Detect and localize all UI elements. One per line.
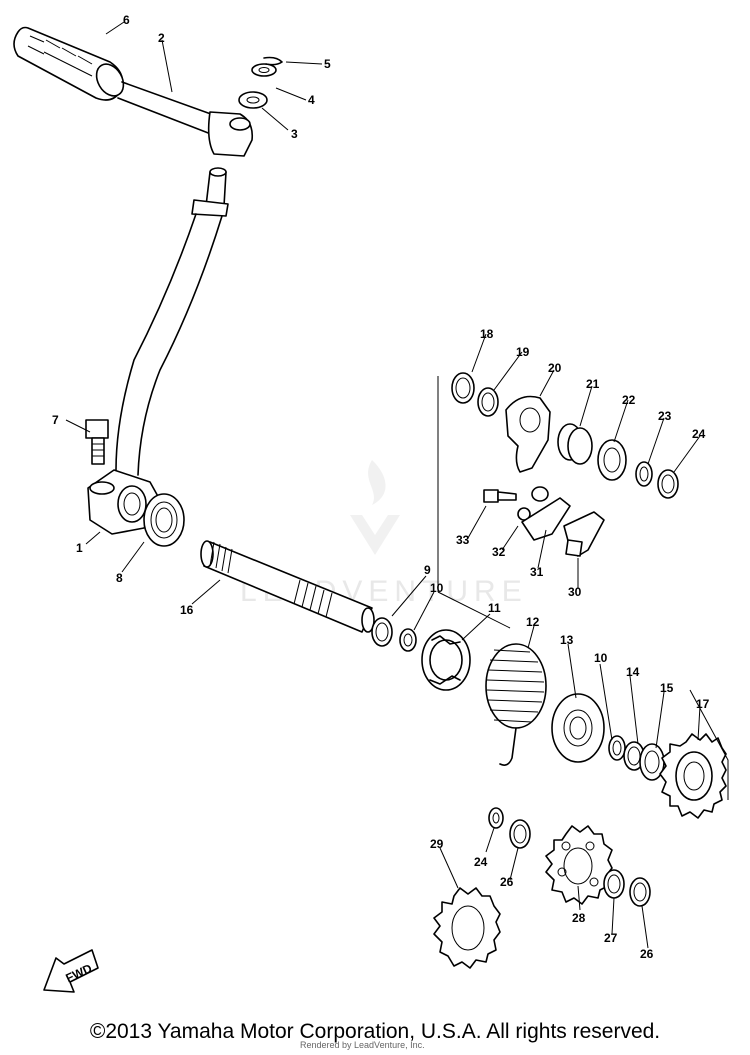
callout-9: 9	[424, 563, 431, 577]
leader-lines	[65, 21, 701, 949]
callout-33: 33	[456, 533, 470, 547]
fwd-arrow-icon: FWD	[43, 949, 99, 993]
kick-arm	[117, 81, 254, 157]
callout-14: 14	[626, 665, 640, 679]
callout-32: 32	[492, 545, 506, 559]
ratchet-wheel	[421, 629, 471, 691]
sub-assembly-bracket	[437, 376, 729, 800]
callout-8: 8	[116, 571, 123, 585]
spring-guide	[551, 693, 605, 763]
oil-seal	[143, 493, 185, 547]
callout-26-b: 26	[640, 947, 654, 961]
callout-7: 7	[52, 413, 59, 427]
callout-29: 29	[430, 837, 444, 851]
kick-axle	[200, 540, 375, 633]
callout-18: 18	[480, 327, 494, 341]
kick-grip	[13, 26, 125, 101]
callout-25: 24	[474, 855, 488, 869]
callout-19: 19	[516, 345, 530, 359]
callout-26-a: 26	[500, 875, 514, 889]
callout-16: 16	[180, 603, 194, 617]
circlip-and-washer	[371, 617, 417, 652]
kick-lever	[87, 167, 229, 535]
pinion-spring-washers	[557, 423, 679, 499]
callout-11: 11	[488, 601, 501, 615]
callout-13: 13	[560, 633, 574, 647]
callout-17: 17	[696, 697, 710, 711]
callout-24: 24	[692, 427, 706, 441]
callout-20: 20	[548, 361, 562, 375]
callout-31: 31	[530, 565, 544, 579]
callout-30: 30	[568, 585, 582, 599]
callout-4: 4	[308, 93, 315, 107]
kick-pinion	[505, 395, 551, 473]
callout-22: 22	[622, 393, 636, 407]
kick-spring	[485, 643, 547, 766]
washer-stack	[238, 56, 283, 109]
callout-28: 28	[572, 911, 586, 925]
shaft-rings	[608, 735, 665, 781]
kick-gear	[659, 733, 727, 819]
callout-5: 5	[324, 57, 331, 71]
callout-12: 12	[526, 615, 540, 629]
leadventure-logo-icon	[350, 460, 400, 555]
callout-numbers: 6 2 5 4 3 7 1 8 16 9 10 11 12 13 10 14 1…	[52, 13, 710, 961]
stopper-assembly	[483, 486, 605, 557]
callout-3: 3	[291, 127, 298, 141]
callout-23: 23	[658, 409, 672, 423]
callout-10-b: 10	[594, 651, 608, 665]
copyright-text: ©2013 Yamaha Motor Corporation, U.S.A. A…	[89, 1020, 661, 1043]
callout-1: 1	[76, 541, 83, 555]
callout-15: 15	[660, 681, 674, 695]
callout-6: 6	[123, 13, 130, 27]
callout-21: 21	[586, 377, 600, 391]
callout-10-a: 10	[430, 581, 444, 595]
callout-2: 2	[158, 31, 165, 45]
idler-gear-assembly	[433, 807, 651, 969]
lever-bolt	[85, 419, 109, 465]
callout-27: 27	[604, 931, 618, 945]
render-credit: Rendered by LeadVenture, Inc.	[300, 1040, 425, 1050]
clip-washer-pair	[451, 372, 499, 417]
